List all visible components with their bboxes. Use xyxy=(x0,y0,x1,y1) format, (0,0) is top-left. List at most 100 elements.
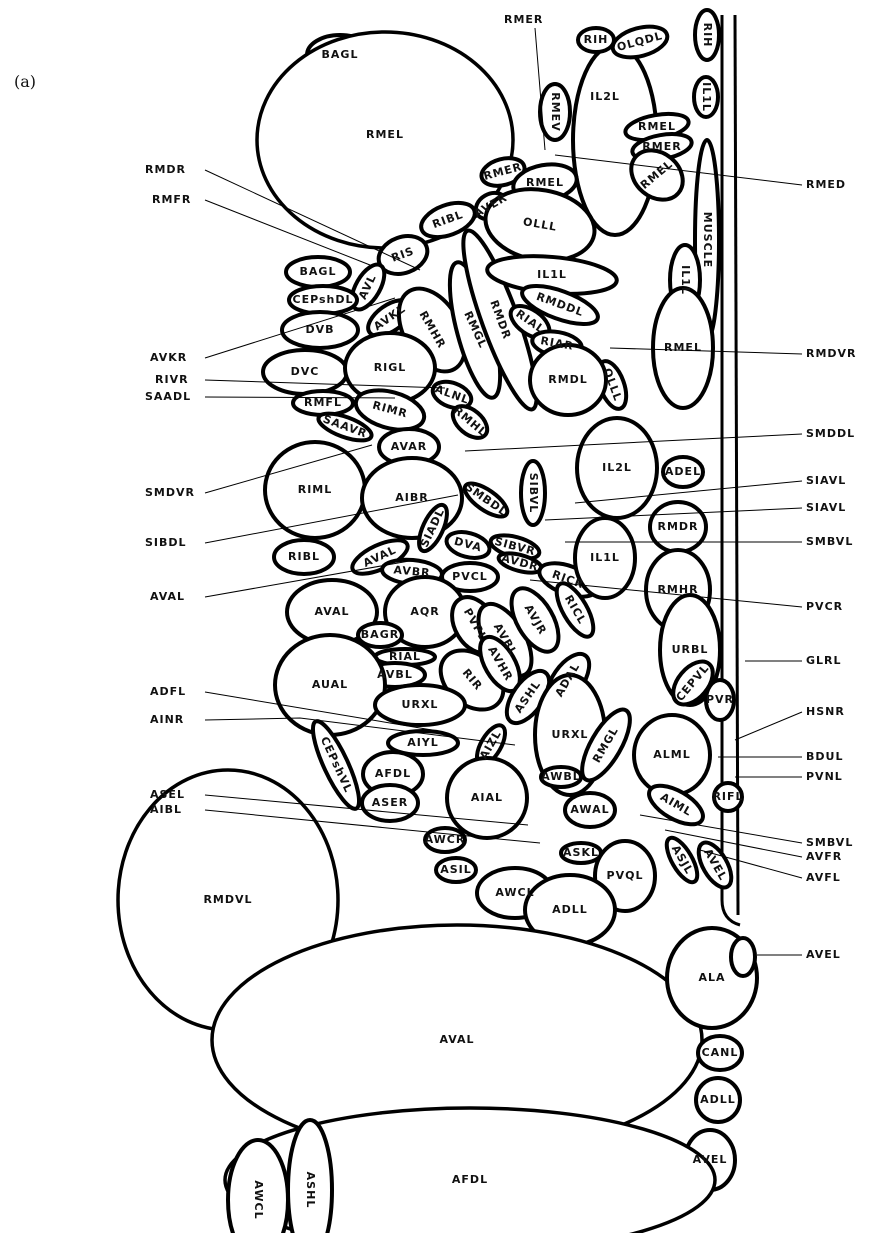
callout-label: AVFR xyxy=(806,850,842,863)
leader-line xyxy=(464,433,803,452)
cell-outline xyxy=(661,455,705,489)
cell-outline xyxy=(554,581,596,639)
cell-outline xyxy=(444,530,492,560)
cell-outline xyxy=(729,936,757,978)
cell-label: DVB xyxy=(305,323,334,336)
cell-outline xyxy=(360,783,420,823)
cell-label: IL1L xyxy=(679,265,692,295)
cell-label: DVC xyxy=(291,365,320,378)
cell-label: ADLL xyxy=(700,1093,736,1106)
cell-outline xyxy=(440,561,500,593)
cell-label: AIBR xyxy=(395,491,428,504)
cell-outline xyxy=(353,388,427,432)
cell-label: CANL xyxy=(702,1046,739,1059)
body-wall-outer xyxy=(733,14,740,916)
cell-label: ASIL xyxy=(440,863,472,876)
cell-label: IL2L xyxy=(590,90,620,103)
cell-label: MUSCLE xyxy=(701,212,714,268)
callout-label: SMDDL xyxy=(806,427,855,440)
cell-outline xyxy=(575,416,659,520)
cell-outline xyxy=(509,586,561,654)
cell-outline xyxy=(664,835,700,885)
cell-outline xyxy=(629,148,685,202)
leader-line xyxy=(204,494,459,544)
leader-line xyxy=(204,691,433,731)
leader-line xyxy=(204,379,446,389)
cell-label: AIAL xyxy=(471,791,503,804)
callout-label: SIAVL xyxy=(806,501,846,514)
cell-label: AWCR xyxy=(425,833,466,846)
callout-label: GLRL xyxy=(806,654,842,667)
callout-label: AVEL xyxy=(806,948,841,961)
cell-label: AQR xyxy=(410,605,439,618)
cell-label: RMFL xyxy=(304,396,342,409)
callout-label: RIVR xyxy=(155,373,189,386)
cell-label: PVCL xyxy=(452,570,488,583)
cell-outline xyxy=(647,783,705,827)
callout-label: RMER xyxy=(504,13,543,26)
cell-outline xyxy=(696,1034,744,1072)
cell-label: AIYL xyxy=(407,736,439,749)
cell-label: ALA xyxy=(698,971,725,984)
cell-label: AVAL xyxy=(314,605,349,618)
callout-label: HSNR xyxy=(806,705,845,718)
cell-outline xyxy=(356,621,404,649)
cell-label: AFDL xyxy=(452,1173,488,1186)
callout-label: SMDVR xyxy=(145,486,195,499)
leader-line xyxy=(609,347,803,355)
cell-label: AFDL xyxy=(375,767,411,780)
leader-line xyxy=(204,809,541,844)
cell-outline xyxy=(693,8,721,62)
cell-outline xyxy=(386,729,460,757)
callout-label: SMBVL xyxy=(806,535,853,548)
leader-line xyxy=(734,711,803,741)
callout-label: RMED xyxy=(806,178,846,191)
callout-label: AINR xyxy=(150,713,184,726)
leader-line xyxy=(204,444,373,494)
cell-outline xyxy=(696,840,734,890)
cell-label: AVBL xyxy=(377,668,413,681)
cell-outline xyxy=(538,82,572,142)
cell-outline xyxy=(539,765,583,789)
callout-label: SAADL xyxy=(145,390,191,403)
cell-label: ADEL xyxy=(665,465,701,478)
cell-outline xyxy=(651,286,715,410)
cell-label: RMEL xyxy=(664,341,702,354)
cell-label: ALML xyxy=(653,748,690,761)
cell-label: RIGL xyxy=(374,361,407,374)
callout-label: ADFL xyxy=(150,685,186,698)
cell-outline xyxy=(417,502,449,554)
cell-label: RIBL xyxy=(288,550,320,563)
callout-label: AIBL xyxy=(150,803,182,816)
cell-outline xyxy=(563,791,617,829)
cell-label: AVAL xyxy=(439,1033,474,1046)
cell-outline xyxy=(316,411,374,443)
cell-outline xyxy=(373,683,467,727)
cell-label: RMDR xyxy=(657,520,698,533)
cell-outline xyxy=(671,659,715,707)
cell-label: AWAL xyxy=(570,803,609,816)
cell-label: ASHL xyxy=(304,1172,317,1209)
cell-outline xyxy=(280,310,360,350)
cell-outline xyxy=(462,481,510,519)
cell-outline xyxy=(423,826,467,854)
leader-line xyxy=(554,154,803,186)
cell-label: CEPshDL xyxy=(293,293,354,306)
cell-outline xyxy=(580,707,632,783)
cell-label: AVBR xyxy=(393,563,431,579)
panel-label: (a) xyxy=(14,72,37,91)
leader-line xyxy=(204,297,396,359)
leader-line xyxy=(204,199,371,266)
callout-label: SIAVL xyxy=(806,474,846,487)
cell-label: AVAR xyxy=(391,440,428,453)
body-wall-inner xyxy=(720,15,741,927)
callout-label: RMDVR xyxy=(806,347,857,360)
cell-outline xyxy=(610,24,670,60)
cell-label: RMEL xyxy=(366,128,404,141)
callout-label: AVAL xyxy=(150,590,185,603)
cell-label: OLLL xyxy=(522,215,558,234)
cell-label: BAGR xyxy=(361,628,399,641)
cell-label: AWBL xyxy=(541,770,581,783)
leader-line xyxy=(544,507,803,521)
